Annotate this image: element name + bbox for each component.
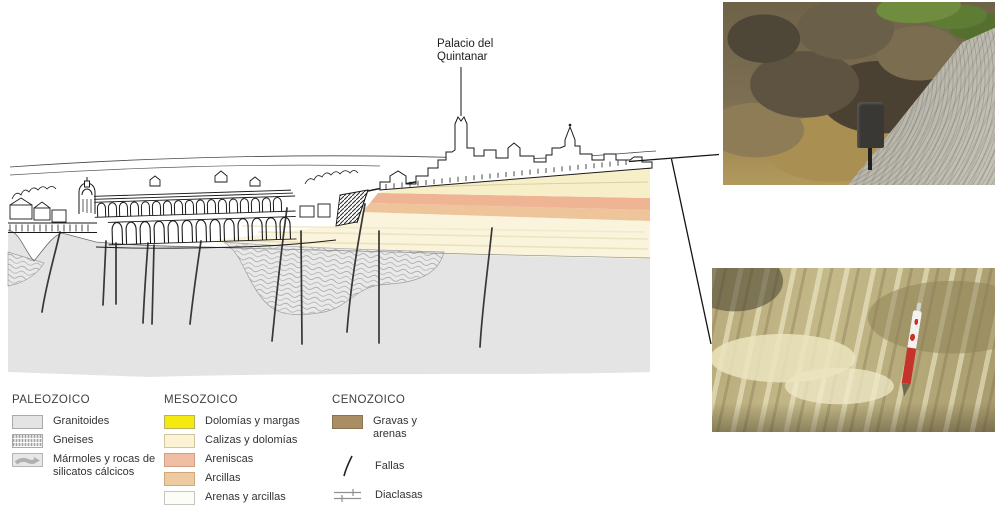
legend-column-mesozoico: MESOZOICO Dolomías y margas Calizas y do…	[164, 394, 330, 510]
dome-tower	[78, 177, 96, 214]
fallas-icon	[332, 454, 364, 478]
layer-arcillas	[362, 203, 650, 221]
legend-title-cenozoico: CENOZOICO	[332, 394, 406, 406]
legend-item-areniscas: Areniscas	[164, 453, 330, 467]
dolomias-swatch	[164, 415, 195, 429]
photo-connector-lines	[628, 153, 720, 345]
legend-item-dolomias: Dolomías y margas	[164, 415, 330, 429]
bin-post	[868, 147, 872, 170]
diaclasas-icon	[332, 488, 364, 502]
areniscas-swatch	[164, 453, 195, 467]
diaclasas-label: Diaclasas	[375, 488, 423, 501]
granitoides-swatch	[12, 415, 43, 429]
city-cluster-center	[299, 170, 369, 227]
gneises-area	[7, 241, 445, 315]
legend-item-granitoides: Granitoides	[12, 415, 157, 429]
layer-calizas-y-dolomias	[378, 169, 650, 198]
arenas-swatch	[164, 491, 195, 505]
dolomias-label: Dolomías y margas	[205, 415, 300, 427]
arenas-label: Arenas y arcillas	[205, 491, 286, 503]
legend-column-paleozoico: PALEOZOICO Granitoides Gneises Mármoles …	[12, 394, 157, 484]
gneises-swatch	[12, 434, 43, 448]
fault-lines	[41, 203, 493, 348]
palacio-del-quintanar-label: Palacio del Quintanar	[437, 38, 494, 63]
pen-barrel-white	[907, 309, 923, 349]
city-left-buildings	[8, 170, 337, 249]
aqueduct	[94, 189, 297, 246]
mesozoic-layers	[215, 169, 650, 259]
legend-item-gravas: Gravas y arenas	[332, 415, 435, 441]
arcillas-swatch	[164, 472, 195, 486]
legend-item-calizas: Calizas y dolomías	[164, 434, 330, 448]
city-right-skyline	[379, 116, 653, 191]
pen-tip	[900, 383, 911, 397]
marmoles-swatch	[12, 453, 43, 467]
legend-item-arcillas: Arcillas	[164, 472, 330, 486]
gneises-label: Gneises	[53, 434, 94, 446]
marble-fold-icon	[14, 457, 40, 465]
fallas-label: Fallas	[375, 459, 405, 472]
granitoides-label: Granitoides	[53, 415, 110, 427]
legend-item-fallas: Fallas	[332, 454, 435, 478]
legend-column-cenozoico: CENOZOICO Gravas y arenas Fallas Diaclas…	[332, 394, 435, 507]
legend-item-diaclasas: Diaclasas	[332, 488, 435, 502]
calizas-label: Calizas y dolomías	[205, 434, 298, 446]
gravas-label: Gravas y arenas	[373, 415, 418, 440]
pen-for-scale	[900, 302, 924, 397]
areniscas-label: Areniscas	[205, 453, 254, 465]
legend-item-arenas: Arenas y arcillas	[164, 491, 330, 505]
marmoles-label: Mármoles y rocas de silicatos cálcicos	[53, 453, 156, 478]
layer-areniscas	[370, 193, 650, 210]
arcillas-label: Arcillas	[205, 472, 241, 484]
outcrop-photo-top	[723, 2, 995, 185]
legend-item-marmoles: Mármoles y rocas de silicatos cálcicos	[12, 453, 157, 479]
background-hill-lines	[9, 150, 657, 176]
outcrop-photo-bottom	[712, 268, 995, 432]
pen-barrel-red	[901, 347, 917, 385]
calizas-swatch	[164, 434, 195, 448]
gravas-swatch	[332, 415, 363, 429]
legend-title-paleozoico: PALEOZOICO	[12, 394, 90, 406]
trash-bin	[857, 102, 884, 148]
legend-title-mesozoico: MESOZOICO	[164, 394, 238, 406]
legend-item-gneises: Gneises	[12, 434, 157, 448]
